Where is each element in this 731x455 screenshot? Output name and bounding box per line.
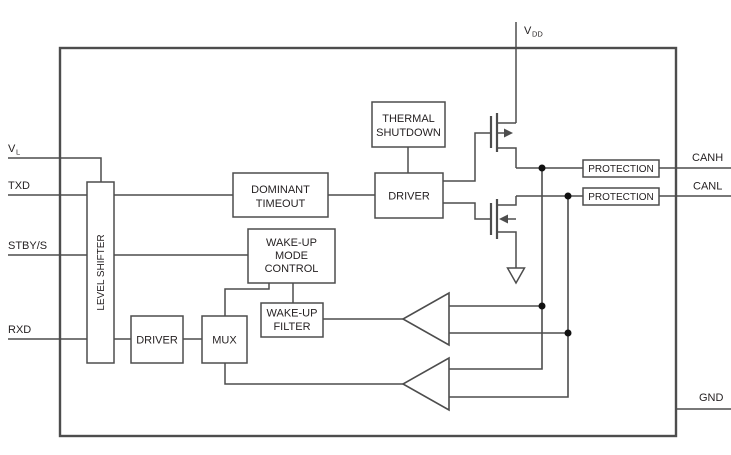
wakeup-filter-block: WAKE-UP FILTER	[260, 302, 324, 338]
wire-canl-net	[449, 195, 731, 398]
mux-label: MUX	[212, 335, 237, 347]
pin-label-canl: CANL	[693, 181, 722, 193]
wakeup-mode-control-label-1: WAKE-UP	[266, 237, 317, 249]
protection-block-canh: PROTECTION	[582, 159, 660, 178]
dominant-timeout-label-2: TIMEOUT	[256, 198, 306, 210]
pin-label-stby: STBY/S	[8, 240, 47, 252]
pin-label-vdd: V DD	[524, 25, 543, 39]
driver-block-bottom: DRIVER	[130, 315, 184, 364]
driver-block-top: DRIVER	[374, 172, 444, 219]
wire-driver-gate-low	[443, 202, 491, 220]
wire-canh-net	[449, 167, 731, 370]
wakeup-filter-label-2: FILTER	[273, 321, 310, 333]
wakeup-mode-control-label-3: CONTROL	[265, 263, 319, 275]
junction-dot	[538, 302, 546, 310]
wakeup-mode-control-label-2: MODE	[275, 250, 308, 262]
thermal-shutdown-block: THERMAL SHUTDOWN	[371, 101, 446, 148]
level-shifter-block: LEVEL SHIFTER	[86, 181, 115, 364]
wire-driver-gate-high	[443, 132, 491, 182]
wire-vl	[8, 157, 102, 182]
chip-boundary	[58, 46, 678, 438]
pin-label-gnd: GND	[699, 392, 724, 404]
dominant-timeout-label-1: DOMINANT	[251, 184, 310, 196]
vl-sub: L	[16, 148, 20, 157]
wire-receiver-to-mux	[224, 363, 403, 385]
vdd-base: V	[524, 25, 532, 37]
mux-block: MUX	[201, 315, 248, 364]
junction-dot	[538, 164, 546, 172]
receiver-bottom	[401, 356, 450, 412]
low-side-mosfet	[489, 196, 517, 268]
pin-label-txd: TXD	[8, 180, 30, 192]
driver-bottom-label: DRIVER	[136, 335, 178, 347]
ground-symbol	[506, 267, 526, 285]
wakeup-filter-label-1: WAKE-UP	[267, 308, 318, 320]
protection-canl-label: PROTECTION	[588, 192, 654, 203]
vl-base: V	[8, 143, 16, 155]
high-side-mosfet	[489, 113, 517, 168]
protection-canh-label: PROTECTION	[588, 164, 654, 175]
dominant-timeout-block: DOMINANT TIMEOUT	[232, 172, 329, 218]
vdd-sub: DD	[532, 30, 543, 39]
thermal-shutdown-label-2: SHUTDOWN	[376, 127, 441, 139]
thermal-shutdown-label-1: THERMAL	[382, 113, 435, 125]
wire-wmc-to-mux	[224, 283, 270, 316]
driver-top-label: DRIVER	[388, 191, 430, 203]
wakeup-mode-control-block: WAKE-UP MODE CONTROL	[247, 228, 336, 284]
pin-label-rxd: RXD	[8, 324, 31, 336]
pin-label-vl: V L	[8, 143, 20, 157]
junction-dot	[564, 329, 572, 337]
level-shifter-label: LEVEL SHIFTER	[96, 234, 107, 310]
protection-block-canl: PROTECTION	[582, 187, 660, 206]
pin-label-canh: CANH	[692, 152, 723, 164]
junction-dot	[564, 192, 572, 200]
receiver-top	[401, 291, 450, 347]
